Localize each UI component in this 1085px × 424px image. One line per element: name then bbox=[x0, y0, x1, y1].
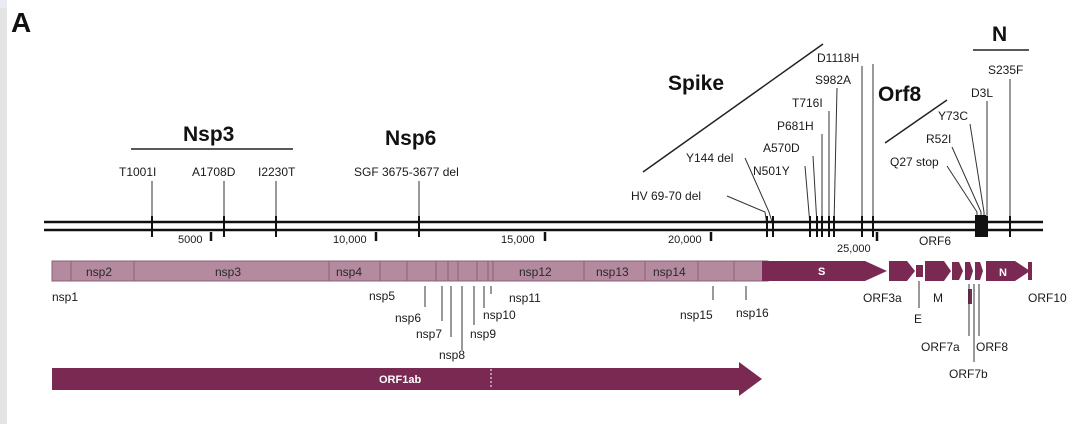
mutation-A570D: A570D bbox=[763, 141, 800, 155]
region-nsp6-label: Nsp6 bbox=[385, 127, 436, 150]
mutation-A1708D: A1708D bbox=[192, 165, 236, 179]
segment-nsp14: nsp14 bbox=[653, 265, 686, 279]
segment-nsp4: nsp4 bbox=[336, 265, 362, 279]
scale-ticks bbox=[209, 232, 879, 241]
region-spike-label: Spike bbox=[668, 72, 724, 95]
gene-nsp9: nsp9 bbox=[470, 327, 496, 341]
mutation-T1001I: T1001I bbox=[119, 165, 156, 179]
orf1ab-label: ORF1ab bbox=[379, 374, 421, 386]
segment-nsp12: nsp12 bbox=[519, 265, 552, 279]
gene-ORF8: ORF8 bbox=[976, 340, 1008, 354]
scale-15000: 15,000 bbox=[501, 234, 535, 246]
gene-nsp7: nsp7 bbox=[416, 327, 442, 341]
gene-ORF7b-box bbox=[968, 289, 972, 304]
scale-5000: 5000 bbox=[178, 234, 202, 246]
mutation-SGF-del: SGF 3675-3677 del bbox=[354, 165, 459, 179]
gene-ORF7b: ORF7b bbox=[949, 367, 988, 381]
mutation-R52I: R52I bbox=[926, 132, 951, 146]
structural-genes bbox=[762, 261, 1032, 304]
scale-25000: 25,000 bbox=[837, 243, 871, 255]
diagram-canvas: A Nsp3 Nsp6 Spike Orf8 N T1001I A1708D I… bbox=[11, 7, 1067, 396]
gene-S-arrow bbox=[762, 261, 887, 281]
mutation-D1118H: D1118H bbox=[817, 51, 859, 65]
gene-N-label: N bbox=[999, 267, 1007, 279]
gene-M-arrow bbox=[925, 261, 951, 281]
segment-nsp2: nsp2 bbox=[86, 265, 112, 279]
segment-nsp13: nsp13 bbox=[596, 265, 629, 279]
scale-20000: 20,000 bbox=[668, 234, 702, 246]
gene-ORF8-arrow bbox=[975, 262, 983, 280]
mutation-I2230T: I2230T bbox=[258, 165, 296, 179]
gene-ORF10-box bbox=[1028, 262, 1032, 280]
mutation-S235F: S235F bbox=[988, 63, 1023, 77]
mutation-Y73C: Y73C bbox=[938, 109, 968, 123]
gene-ORF3a: ORF3a bbox=[863, 291, 902, 305]
gene-nsp6: nsp6 bbox=[395, 311, 421, 325]
orf1ab-arrow bbox=[52, 362, 762, 396]
gene-leaders bbox=[424, 281, 980, 362]
region-orf8-label: Orf8 bbox=[878, 83, 922, 106]
gene-ORF10: ORF10 bbox=[1028, 291, 1067, 305]
region-orf8-bracket bbox=[884, 99, 948, 144]
gene-M: M bbox=[933, 291, 943, 305]
gene-nsp10: nsp10 bbox=[483, 308, 516, 322]
gene-ORF6: ORF6 bbox=[919, 234, 951, 248]
gene-ORF3a-arrow bbox=[889, 261, 915, 281]
mutation-T716I: T716I bbox=[792, 96, 823, 110]
mutation-Q27-stop: Q27 stop bbox=[890, 155, 939, 169]
region-nsp3-label: Nsp3 bbox=[183, 123, 234, 146]
gene-E-box bbox=[916, 265, 923, 277]
region-spike-bracket bbox=[642, 43, 824, 173]
mutation-HV69-70-del: HV 69-70 del bbox=[631, 189, 701, 203]
genome-diagram: A Nsp3 Nsp6 Spike Orf8 N T1001I A1708D I… bbox=[7, 0, 1085, 424]
gene-ORF6-arrow bbox=[952, 262, 963, 280]
mutation-Y144-del: Y144 del bbox=[686, 151, 733, 165]
gene-ORF7a: ORF7a bbox=[921, 340, 960, 354]
gene-nsp16: nsp16 bbox=[736, 306, 769, 320]
mutation-S982A: S982A bbox=[815, 73, 851, 87]
mutation-N501Y: N501Y bbox=[753, 164, 790, 178]
gene-nsp11: nsp11 bbox=[509, 291, 541, 305]
scale-10000: 10,000 bbox=[333, 234, 367, 246]
gene-nsp8: nsp8 bbox=[439, 348, 465, 362]
mutation-D3L: D3L bbox=[971, 86, 993, 100]
segment-nsp3: nsp3 bbox=[215, 265, 241, 279]
gene-nsp15: nsp15 bbox=[680, 308, 713, 322]
gene-nsp5: nsp5 bbox=[369, 289, 395, 303]
gene-ORF7a-arrow bbox=[965, 262, 973, 280]
mutation-ticks bbox=[151, 215, 1011, 237]
gene-nsp1: nsp1 bbox=[52, 290, 78, 304]
gene-S-label: S bbox=[818, 266, 825, 278]
region-n-label: N bbox=[992, 23, 1007, 46]
panel-label: A bbox=[11, 7, 31, 38]
mutation-P681H: P681H bbox=[777, 119, 814, 133]
gene-N-arrow bbox=[986, 261, 1030, 281]
gene-E: E bbox=[914, 312, 922, 326]
